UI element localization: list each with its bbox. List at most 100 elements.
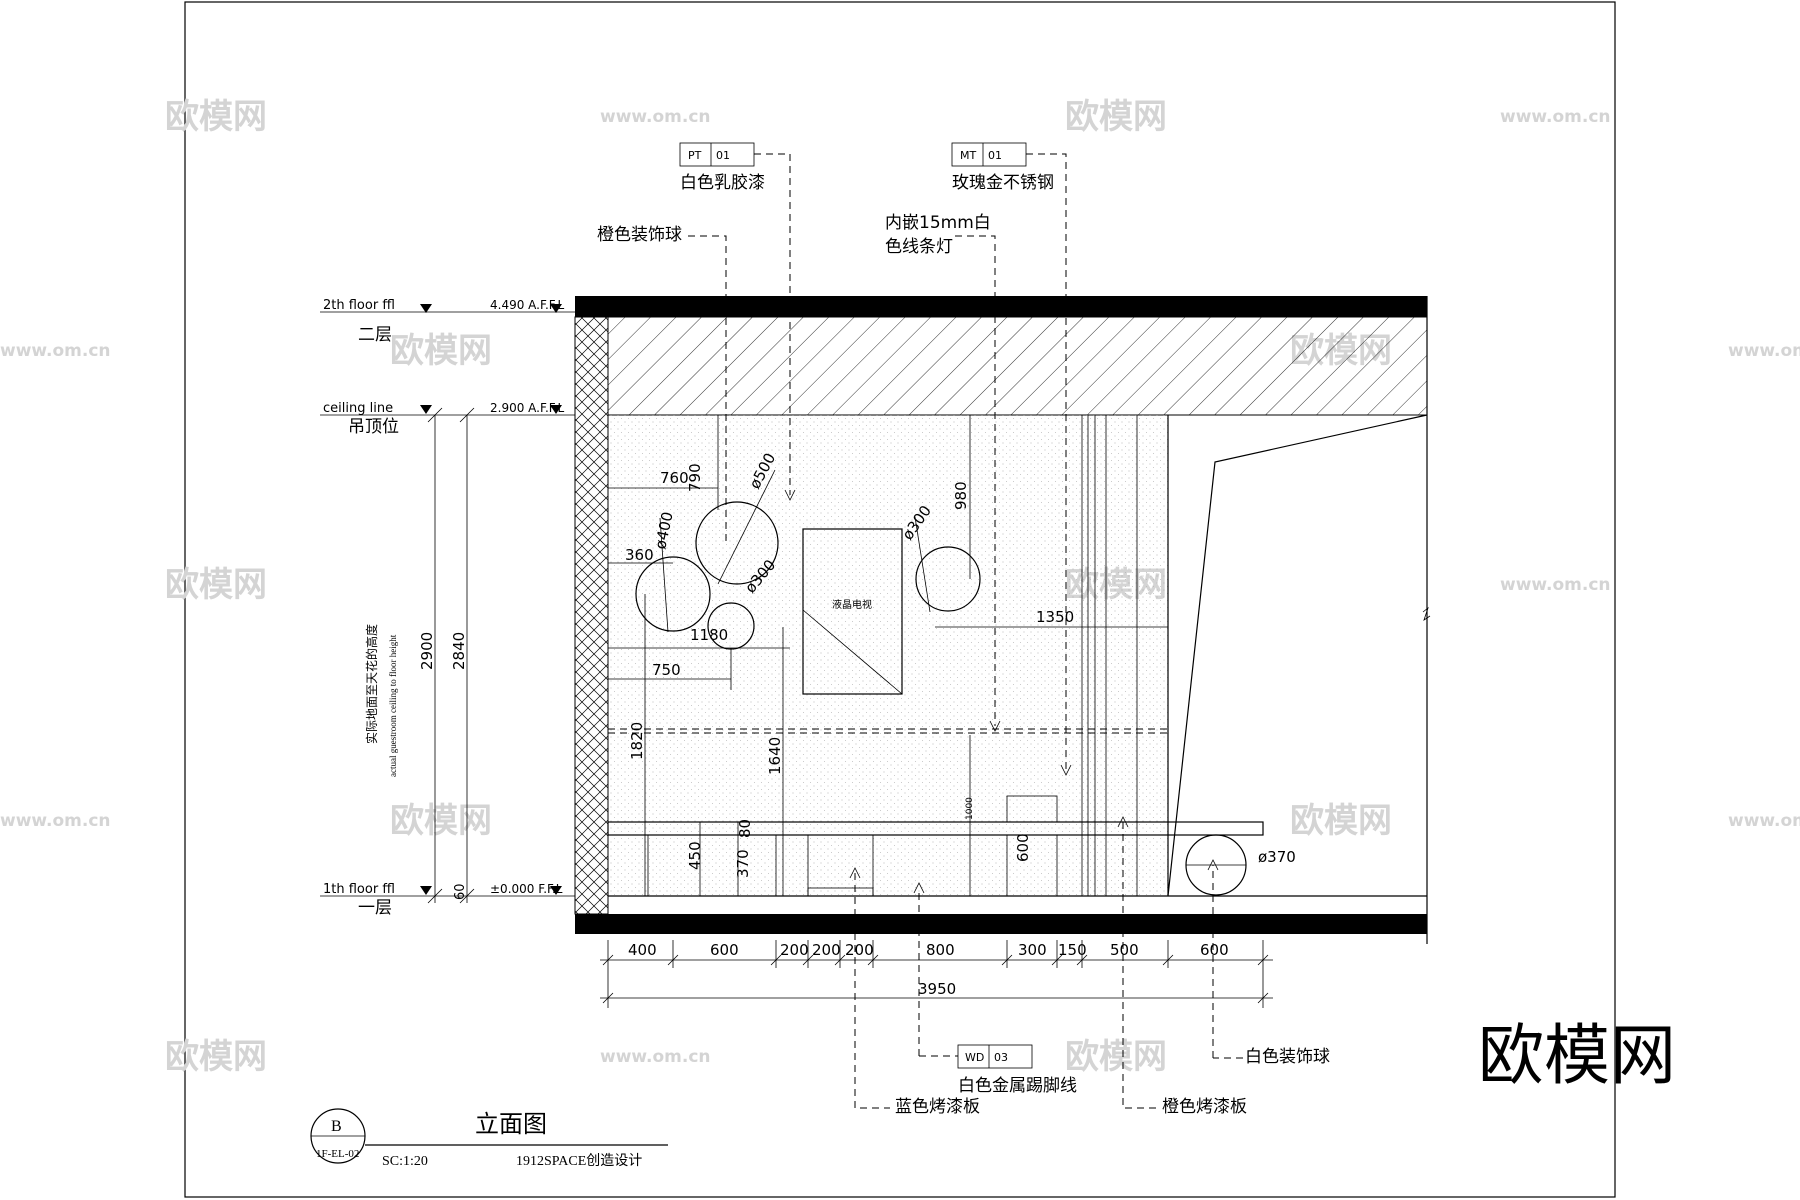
svg-text:WD: WD xyxy=(965,1051,984,1064)
tv-label: 液晶电视 xyxy=(832,598,872,611)
title-code: 1F-EL-02 xyxy=(316,1148,359,1160)
svg-text:790: 790 xyxy=(686,463,704,492)
break-mark xyxy=(1422,606,1431,621)
first-floor-slab xyxy=(575,914,1427,934)
leader-lines xyxy=(688,153,1243,1109)
material-tag-wd03: WD 03 白色金属踢脚线 xyxy=(957,1044,1077,1096)
level-1f-value: ±0.000 F.F.L xyxy=(490,882,563,896)
svg-text:01: 01 xyxy=(988,149,1002,162)
wall-finish xyxy=(608,415,1168,896)
svg-text:白色金属踢脚线: 白色金属踢脚线 xyxy=(958,1076,1077,1096)
drawing-scale: SC:1:20 xyxy=(382,1154,428,1169)
level-ceiling-zh: 吊顶位 xyxy=(348,417,399,437)
bottom-dimension-text: 400 600 200 200 200 800 300 150 500 600 … xyxy=(628,941,1229,998)
material-tag-mt01: MT 01 玫瑰金不锈钢 xyxy=(951,142,1054,193)
bottom-dimension-lines xyxy=(600,940,1273,1008)
svg-text:玫瑰金不锈钢: 玫瑰金不锈钢 xyxy=(952,173,1054,193)
callout-labels: 橙色装饰球 内嵌15mm白 色线条灯 白色装饰球 蓝色烤漆板 橙色烤漆板 xyxy=(597,213,1330,1117)
height-2840: 2840 xyxy=(450,632,468,670)
tv-bench xyxy=(607,795,1264,897)
level-markers xyxy=(320,304,575,897)
height-2900: 2900 xyxy=(418,632,436,670)
drawing-company: 1912SPACE创造设计 xyxy=(516,1153,642,1169)
svg-text:www.om.cn: www.om.cn xyxy=(1500,107,1611,127)
svg-text:500: 500 xyxy=(1110,941,1139,959)
svg-text:白色装饰球: 白色装饰球 xyxy=(1245,1047,1330,1067)
svg-text:欧模网: 欧模网 xyxy=(1065,1037,1167,1077)
svg-text:150: 150 xyxy=(1058,941,1087,959)
svg-text:300: 300 xyxy=(1018,941,1047,959)
svg-text:www.om.cn: www.om.cn xyxy=(0,341,111,361)
svg-text:760: 760 xyxy=(660,469,689,487)
leader-arrows xyxy=(784,489,1219,894)
material-tag-pt01: PT 01 白色乳胶漆 xyxy=(679,142,765,193)
svg-text:橙色烤漆板: 橙色烤漆板 xyxy=(1162,1097,1247,1117)
svg-text:600: 600 xyxy=(1200,941,1229,959)
svg-text:600: 600 xyxy=(710,941,739,959)
svg-text:欧模网: 欧模网 xyxy=(165,1037,267,1077)
title-block: B 1F-EL-02 立面图 SC:1:20 1912SPACE创造设计 xyxy=(310,1108,668,1169)
svg-text:欧模网: 欧模网 xyxy=(1290,801,1392,841)
ball-300-b xyxy=(915,546,981,612)
svg-text:欧模网: 欧模网 xyxy=(165,565,267,605)
sheet-border xyxy=(184,1,1616,1198)
svg-text:1350: 1350 xyxy=(1036,608,1074,626)
svg-text:欧模网: 欧模网 xyxy=(1065,97,1167,137)
tv-diagonal xyxy=(802,609,903,695)
svg-text:www.om.cn: www.om.cn xyxy=(600,1047,711,1067)
left-wall-section xyxy=(574,316,609,915)
height-dimension-lines xyxy=(427,407,475,904)
svg-text:3950: 3950 xyxy=(918,980,956,998)
vertical-note-en: actual guestroom ceiling to floor height xyxy=(388,634,398,777)
level-2f-en: 2th floor ffl xyxy=(323,298,395,313)
level-1f-en: 1th floor ffl xyxy=(323,882,395,897)
svg-text:360: 360 xyxy=(625,546,654,564)
svg-text:200: 200 xyxy=(812,941,841,959)
ball-500 xyxy=(695,501,779,585)
interior-dimension-lines xyxy=(608,415,1168,896)
level-2f-value: 4.490 A.F.F.L xyxy=(490,298,565,312)
decorative-balls xyxy=(635,469,1247,896)
svg-text:1000: 1000 xyxy=(965,797,975,820)
slanted-wall xyxy=(1167,414,1428,897)
svg-text:www.om.cn: www.om.cn xyxy=(1728,341,1800,361)
svg-text:欧模网: 欧模网 xyxy=(390,331,492,371)
svg-text:www.om.cn: www.om.cn xyxy=(1728,811,1800,831)
ball-400 xyxy=(635,556,711,632)
svg-text:750: 750 xyxy=(652,661,681,679)
svg-text:370: 370 xyxy=(734,849,752,878)
svg-text:MT: MT xyxy=(960,149,976,162)
svg-text:600: 600 xyxy=(1014,833,1032,862)
svg-text:色线条灯: 色线条灯 xyxy=(885,237,953,257)
svg-text:www.om.cn: www.om.cn xyxy=(0,811,111,831)
svg-text:1640: 1640 xyxy=(766,737,784,775)
second-floor-slab xyxy=(575,296,1427,317)
level-1f-zh: 一层 xyxy=(358,898,392,918)
svg-text:80: 80 xyxy=(736,819,754,838)
svg-text:200: 200 xyxy=(780,941,809,959)
drawing-title: 立面图 xyxy=(475,1110,547,1138)
svg-text:欧模网: 欧模网 xyxy=(390,801,492,841)
svg-text:蓝色烤漆板: 蓝色烤漆板 xyxy=(895,1097,980,1117)
svg-text:800: 800 xyxy=(926,941,955,959)
height-60: 60 xyxy=(453,883,468,900)
svg-text:橙色装饰球: 橙色装饰球 xyxy=(597,225,682,245)
svg-text:1180: 1180 xyxy=(690,626,728,644)
brand-logo: 欧模网 xyxy=(1478,1017,1676,1094)
svg-text:白色乳胶漆: 白色乳胶漆 xyxy=(680,173,765,193)
level-2f-zh: 二层 xyxy=(358,325,392,345)
svg-text:www.om.cn: www.om.cn xyxy=(1500,575,1611,595)
svg-text:200: 200 xyxy=(845,941,874,959)
svg-text:03: 03 xyxy=(994,1051,1008,1064)
level-ceiling-en: ceiling line xyxy=(323,401,393,416)
title-letter: B xyxy=(331,1118,342,1135)
svg-text:PT: PT xyxy=(688,149,702,162)
svg-text:内嵌15mm白: 内嵌15mm白 xyxy=(885,213,991,233)
svg-text:980: 980 xyxy=(952,481,970,510)
led-strip-lines xyxy=(1081,415,1138,896)
svg-text:ø370: ø370 xyxy=(1258,848,1296,866)
svg-text:欧模网: 欧模网 xyxy=(165,97,267,137)
svg-text:450: 450 xyxy=(686,841,704,870)
